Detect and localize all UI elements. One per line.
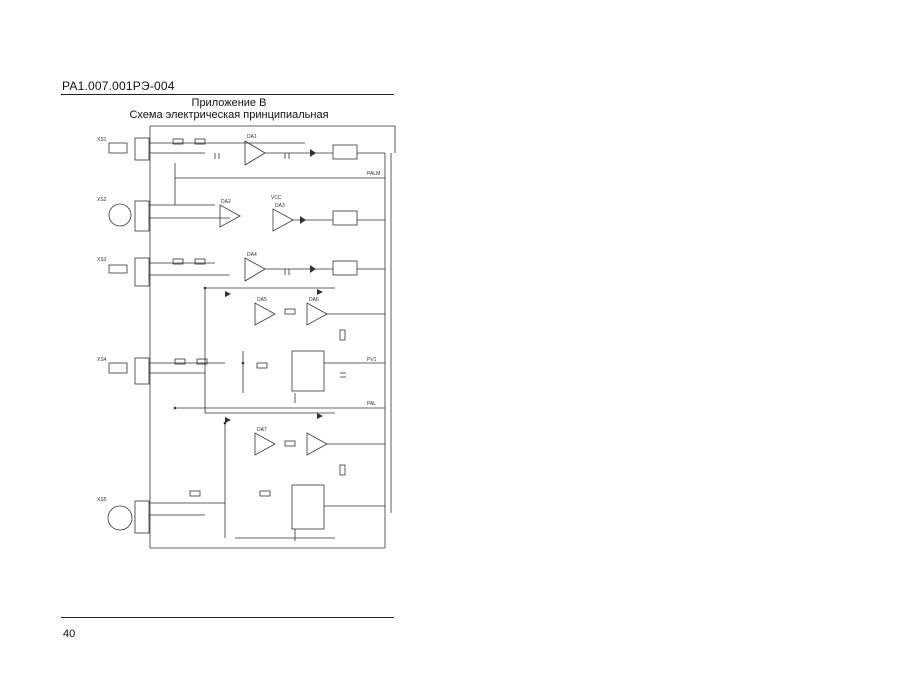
output-label: PV1 <box>367 357 377 363</box>
opamp-label: DA1 <box>247 134 257 140</box>
vcc-label: VCC <box>271 195 282 201</box>
opamp-label: DA7 <box>257 427 267 433</box>
output-label: PAL <box>367 401 376 407</box>
circuit-schematic: XS1 XS2 XS3 XS4 XS5 DA1 DA2 DA3 DA4 DA5 … <box>97 125 396 549</box>
opamp-label: DA5 <box>257 297 267 303</box>
opamp-label: DA6 <box>309 297 319 303</box>
connector-label: XS1 <box>97 137 107 143</box>
opamp-label: DA3 <box>275 203 285 209</box>
document-code-header: РА1.007.001РЭ-004 <box>62 79 175 93</box>
footer-rule <box>61 617 394 618</box>
schematic-title: Схема электрическая принципиальная <box>129 109 329 121</box>
connector-label: XS3 <box>97 257 107 263</box>
output-label: PALM <box>367 171 380 177</box>
connector-label: XS2 <box>97 197 107 203</box>
opamp-label: DA2 <box>221 199 231 205</box>
opamp-label: DA4 <box>247 252 257 258</box>
header-rule <box>61 94 394 95</box>
page-number: 40 <box>63 628 76 640</box>
connector-label: XS4 <box>97 357 107 363</box>
connector-label: XS5 <box>97 497 107 503</box>
appendix-title: Приложение В <box>191 97 267 109</box>
